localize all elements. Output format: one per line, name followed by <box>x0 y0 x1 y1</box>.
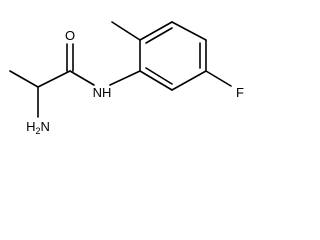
bond-alpha-carbonyl <box>37 70 71 88</box>
amine-n: N <box>41 119 50 134</box>
fluorine-label: F <box>236 85 244 100</box>
ring-double-c6-c1 <box>145 67 173 85</box>
nitrogen-amide-label: NH <box>93 85 112 100</box>
oxygen-label: O <box>65 28 75 43</box>
ring-bond-c5-c6 <box>171 70 207 91</box>
bond-nitrogen-ring <box>109 70 141 86</box>
ring-bond-c2-c3 <box>139 21 173 41</box>
bond-ring-methyl <box>111 21 141 41</box>
ring-bond-c6-c1 <box>139 70 173 91</box>
ring-double-c2-c3 <box>145 27 173 44</box>
bond-carbonyl-nitrogen <box>69 70 95 86</box>
structure-diagram: O NH F H2N <box>9 21 244 136</box>
ring-bond-c3-c4 <box>171 21 207 41</box>
amine-h: H <box>26 119 35 134</box>
bond-methyl-alpha <box>9 70 39 88</box>
amine-label: H2N <box>26 119 50 136</box>
amine-subscript: 2 <box>35 126 40 136</box>
bond-ring-fluorine <box>205 70 232 87</box>
